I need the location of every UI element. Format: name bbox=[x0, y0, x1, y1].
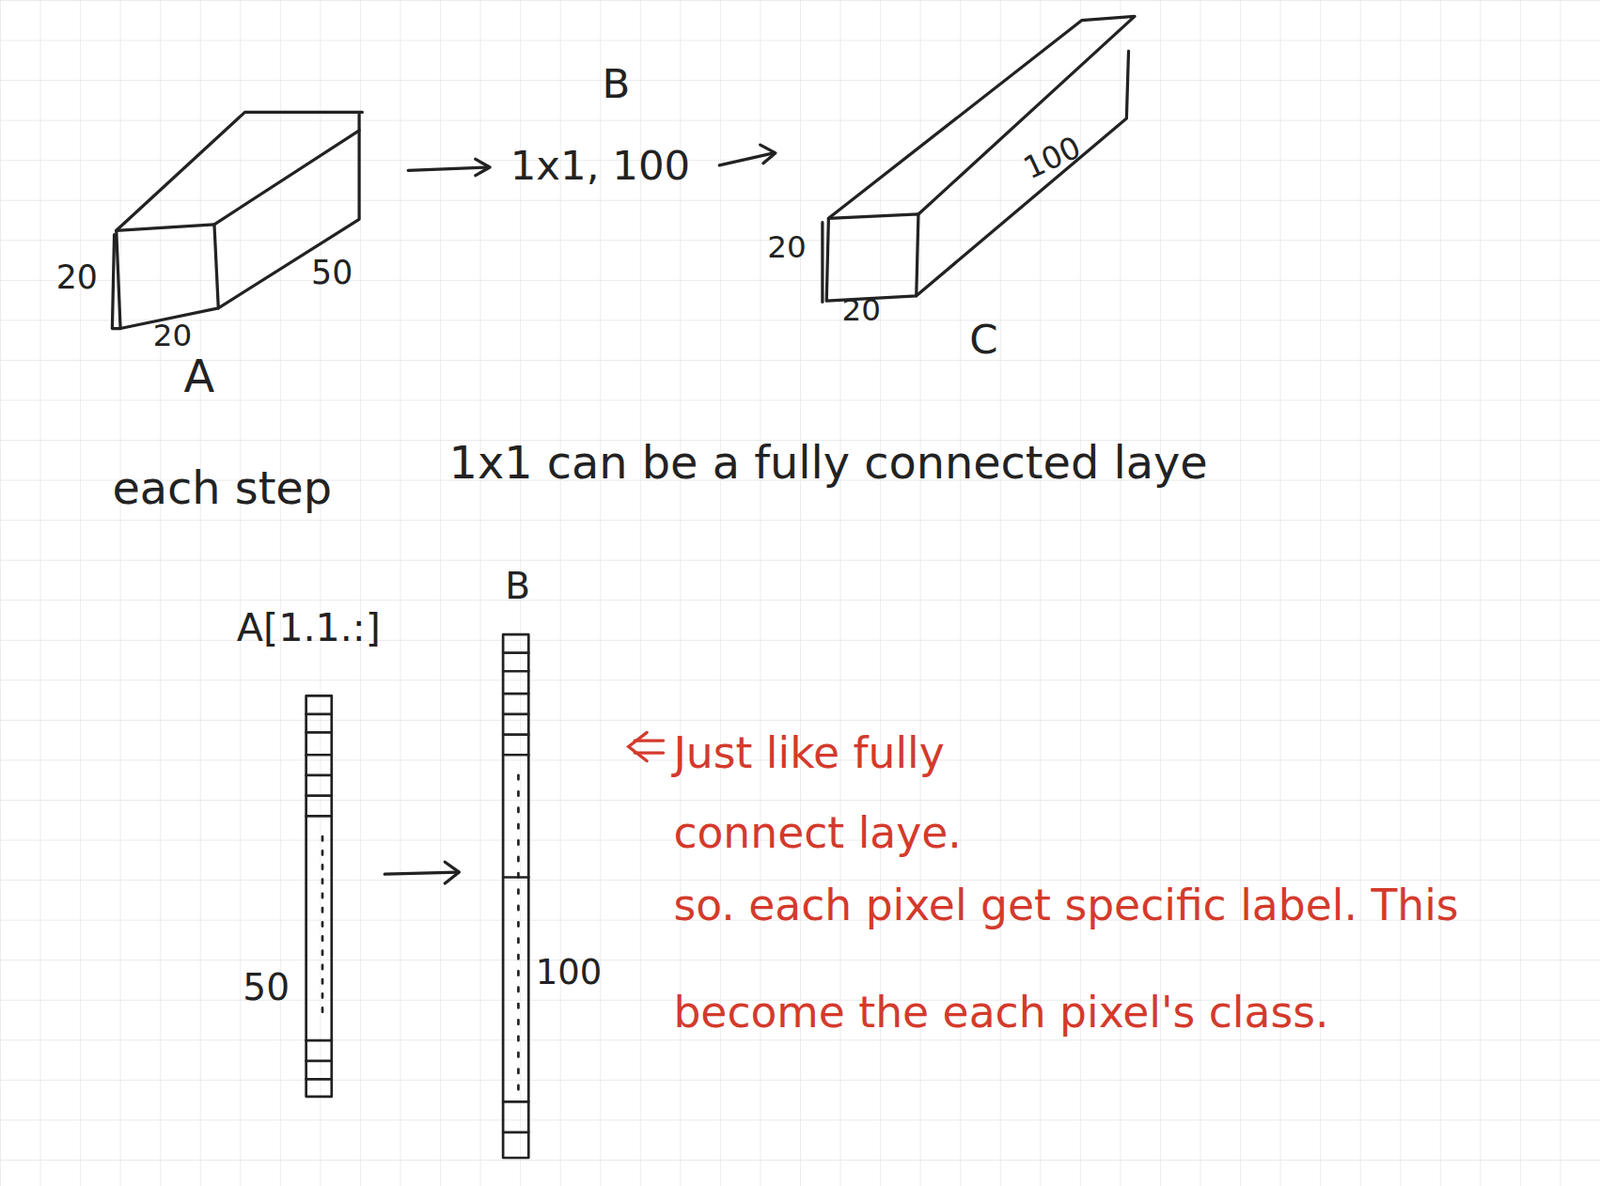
tensor-name: C bbox=[969, 315, 998, 361]
dimension: 20 bbox=[56, 260, 98, 297]
dimension: 50 bbox=[242, 967, 290, 1008]
slice-label: A[1.1.:] bbox=[236, 607, 381, 650]
vector-b bbox=[502, 634, 529, 1159]
pointer-arrow bbox=[628, 732, 664, 761]
vector-arrow bbox=[384, 862, 459, 884]
tensor-c bbox=[822, 15, 1135, 302]
note: 1x1 can be a fully connected laye bbox=[449, 439, 1208, 489]
vector-a bbox=[306, 695, 332, 1098]
note: each step bbox=[111, 464, 332, 515]
annotation: Just like fully connect laye. bbox=[673, 714, 1123, 874]
dimension: 20 bbox=[842, 293, 881, 328]
dimension: 20 bbox=[153, 318, 192, 353]
tensor-name: A bbox=[183, 351, 215, 402]
dimension: 20 bbox=[767, 229, 806, 264]
dimension: 100 bbox=[535, 954, 602, 993]
tensor-name: B bbox=[601, 61, 630, 107]
annotation: so. each pixel get specific label. This … bbox=[673, 851, 1531, 1067]
tensor-name: B bbox=[504, 565, 531, 607]
dimension: 50 bbox=[311, 254, 353, 291]
layer-spec: 1x1, 100 bbox=[510, 142, 691, 189]
tensor-a bbox=[111, 111, 362, 329]
